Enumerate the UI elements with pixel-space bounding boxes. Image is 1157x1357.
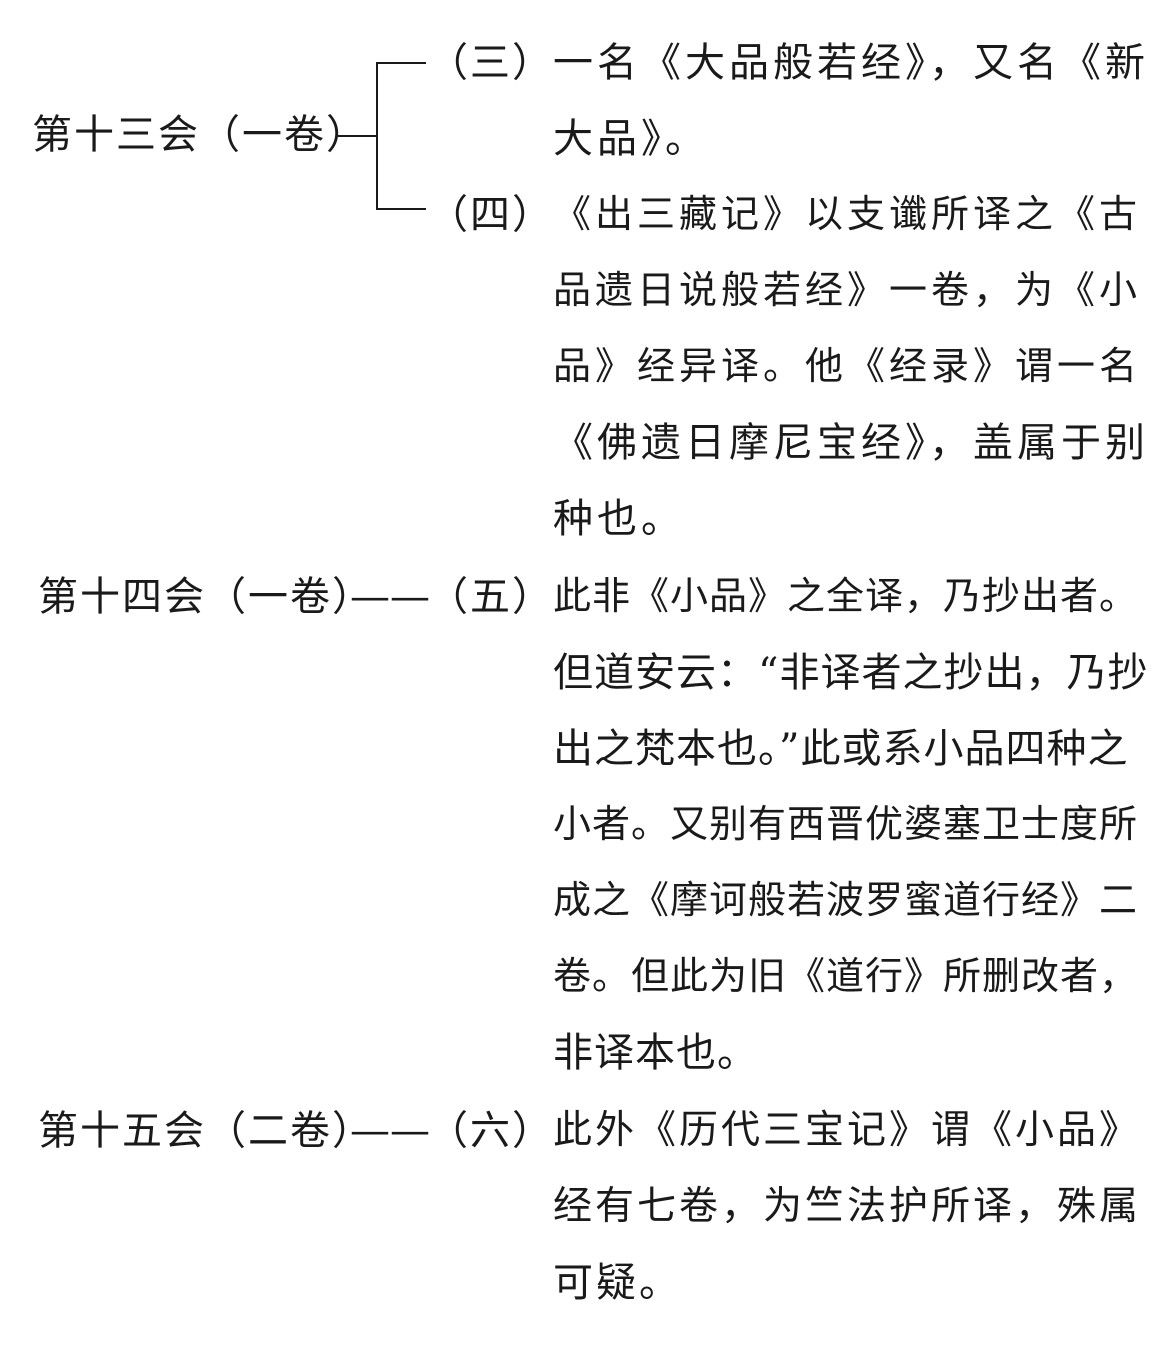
section-14-connector: ——	[350, 574, 430, 620]
branch-5-line-6: 卷。但此为旧《道行》所删改者，	[553, 954, 1139, 998]
branch-5-line-3: 出之梵本也。”此或系小品四种之	[553, 726, 1129, 772]
branch-4-line-4: 《佛遗日摩尼宝经》，盖属于别	[553, 420, 1149, 466]
section-13-label: 第十三会（一卷）	[32, 112, 368, 158]
section-13-bracket-stem	[338, 135, 376, 137]
branch-4-line-5: 种也。	[553, 496, 685, 542]
branch-3-marker: （三）	[428, 40, 554, 86]
branch-5-line-7: 非译本也。	[553, 1030, 758, 1076]
branch-4-line-2: 品遗日说般若经》一卷，为《小	[553, 268, 1142, 312]
branch-6-line-3: 可疑。	[553, 1260, 682, 1306]
section-13-bracket-bottom-arm	[376, 208, 426, 210]
section-13-bracket-vertical	[376, 62, 378, 210]
branch-5-line-1: 此非《小品》之全译，乃抄出者。	[553, 574, 1139, 618]
branch-5-line-4: 小者。又别有西晋优婆塞卫士度所	[553, 802, 1139, 846]
branch-5-line-2: 但道安云：“非译者之抄出，乃抄	[553, 650, 1149, 696]
branch-6-marker: （六）	[428, 1108, 554, 1154]
branch-3-line-1: 一名《大品般若经》，又名《新	[553, 40, 1149, 86]
branch-5-line-5: 成之《摩诃般若波罗蜜道行经》二	[553, 878, 1139, 922]
section-13-bracket-top-arm	[376, 62, 426, 64]
section-15-label: 第十五会（二卷）	[38, 1108, 374, 1154]
section-14-label: 第十四会（一卷）	[38, 574, 374, 620]
branch-4-marker: （四）	[428, 192, 554, 238]
branch-4-line-1: 《出三藏记》以支谶所译之《古	[553, 192, 1142, 236]
section-15-connector: ——	[350, 1108, 430, 1154]
branch-6-line-1: 此外《历代三宝记》谓《小品》	[553, 1108, 1142, 1153]
branch-5-marker: （五）	[428, 574, 554, 620]
branch-4-line-3: 品》经异译。他《经录》谓一名	[553, 344, 1142, 388]
branch-3-line-2: 大品》。	[553, 116, 709, 162]
branch-6-line-2: 经有七卷，为竺法护所译，殊属	[553, 1184, 1142, 1229]
